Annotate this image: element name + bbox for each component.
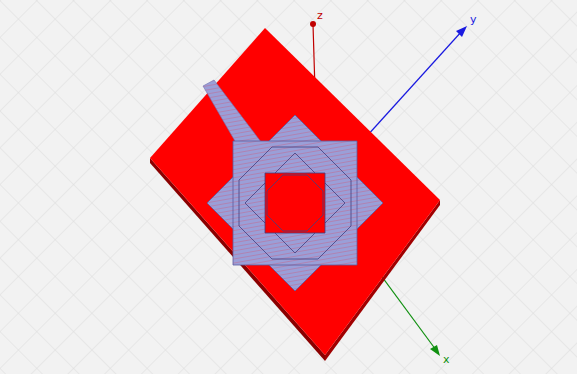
star-patch (207, 115, 383, 291)
axis-label: z (317, 10, 323, 22)
z-axis-tip (310, 21, 316, 27)
y-axis-head (456, 26, 467, 37)
axis-label: x (443, 354, 450, 366)
x-axis-head (430, 345, 440, 356)
substrate (150, 28, 440, 355)
axis-label: y (470, 14, 477, 26)
